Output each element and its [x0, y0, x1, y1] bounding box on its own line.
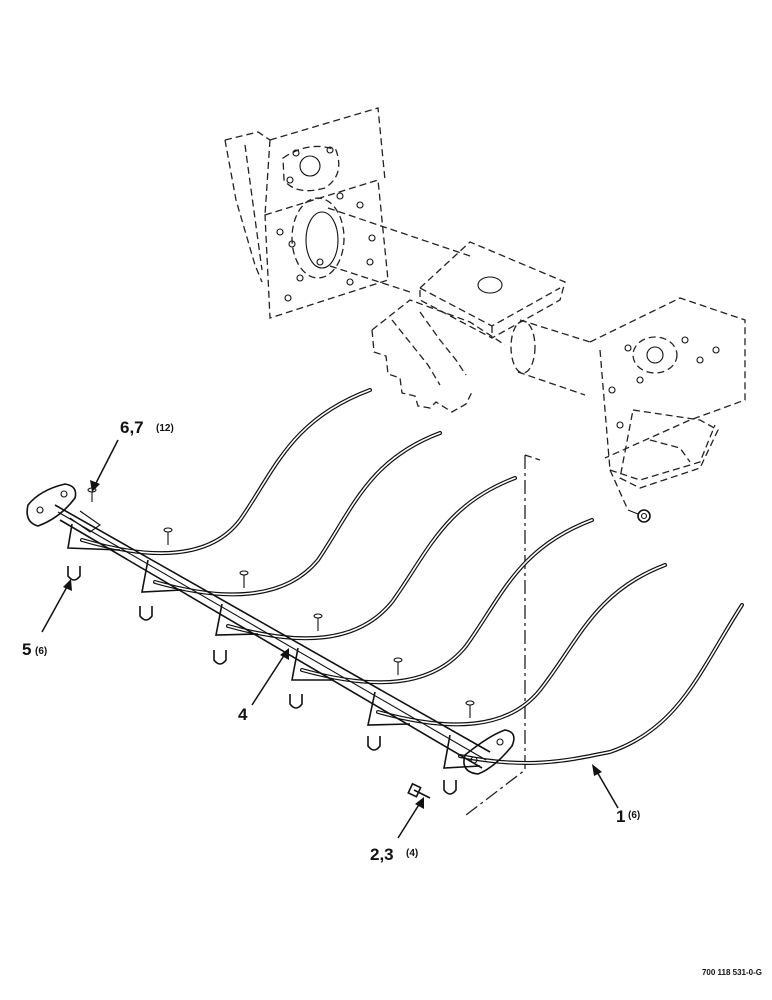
callout-number: 4 — [238, 705, 248, 724]
callout-number: 5 — [22, 640, 31, 659]
callout-number: 6,7 — [120, 418, 144, 437]
drawing-reference-number: 700 118 531-0-G — [702, 968, 762, 977]
callout-6-7: 6,7 (12) — [120, 418, 174, 437]
callout-qty: (12) — [156, 423, 174, 434]
callout-qty: (6) — [628, 810, 640, 821]
callout-qty: (6) — [35, 646, 47, 657]
callout-2-3: 2,3 (4) — [370, 845, 418, 864]
callout-4: 4 — [238, 705, 248, 724]
callout-1: 1 (6) — [616, 807, 640, 826]
pivot-bolt — [407, 782, 431, 799]
callout-number: 1 — [616, 807, 625, 826]
tine-bar — [26, 483, 515, 775]
frame-assembly — [224, 107, 746, 816]
leader-lines — [41, 439, 619, 839]
callout-5: 5 (6) — [22, 640, 47, 659]
callout-qty: (4) — [406, 848, 418, 859]
callout-number: 2,3 — [370, 845, 394, 864]
u-bolts — [67, 566, 457, 795]
